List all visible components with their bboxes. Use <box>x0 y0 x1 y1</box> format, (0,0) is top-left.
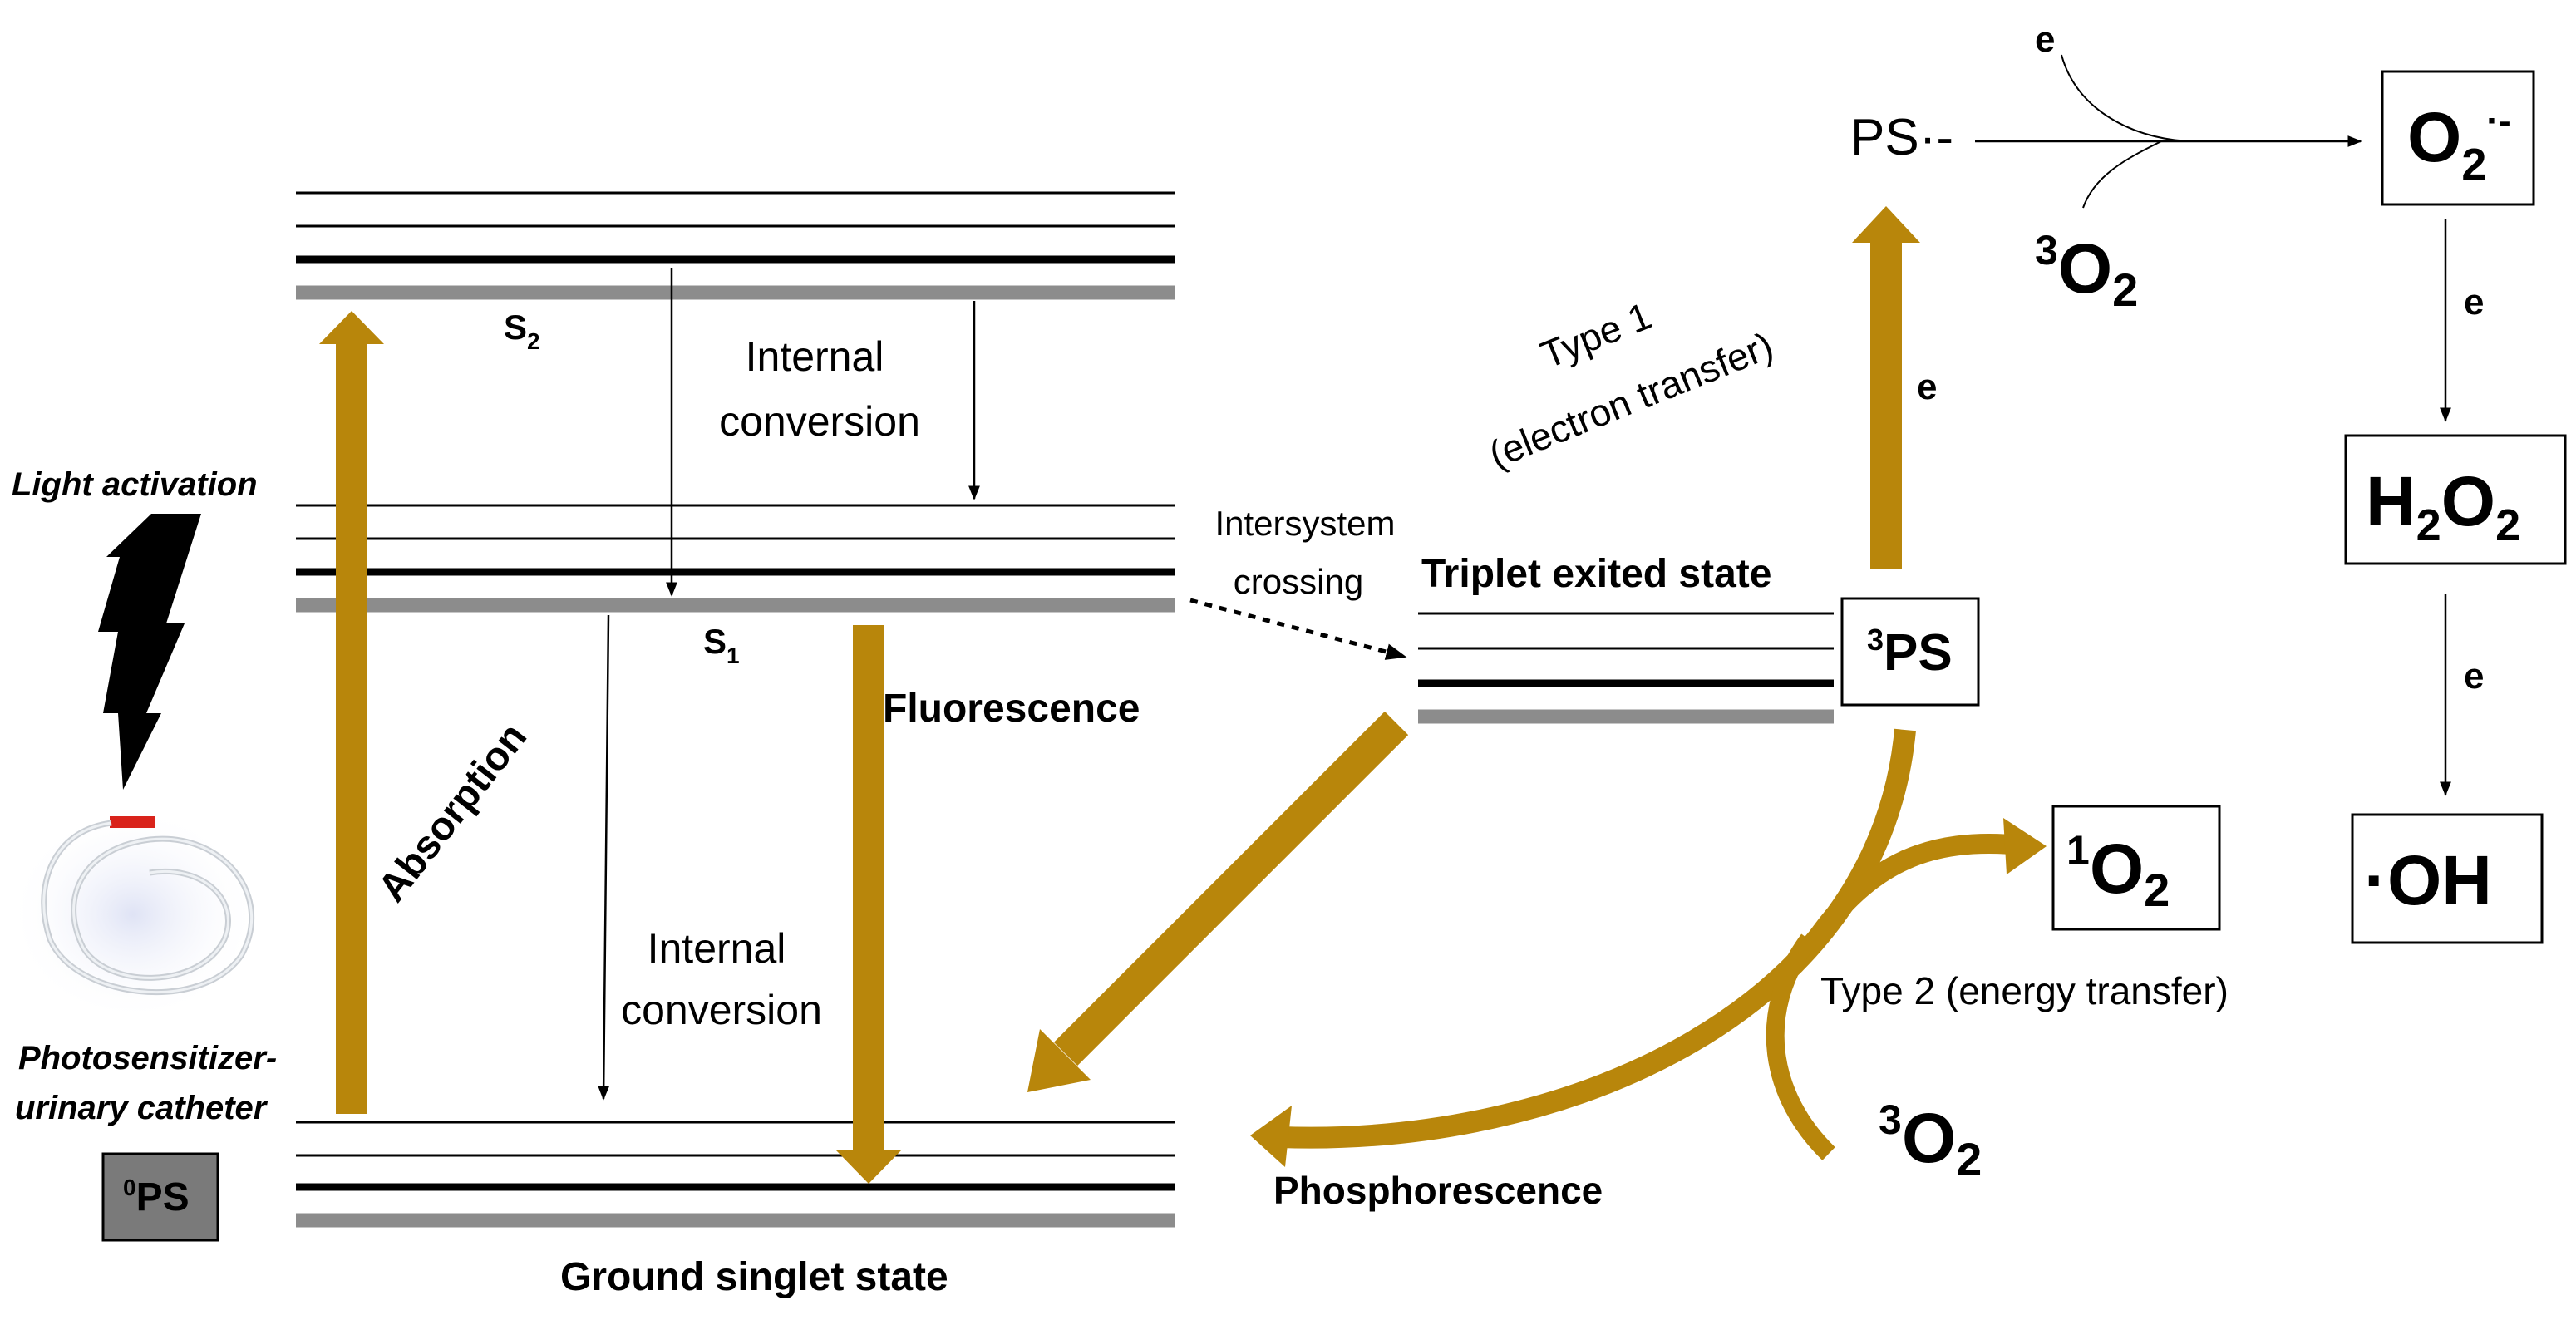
triplet-state-label: Triplet exited state <box>1421 552 1771 596</box>
triplet-oxygen-arrow <box>1766 933 1835 1160</box>
type1-label-line1: Type 1 <box>1534 293 1657 377</box>
hydroxyl-box <box>2351 813 2544 944</box>
ps-radical-label: PS·- <box>1850 109 1953 166</box>
fluorescence-arrow <box>836 625 901 1184</box>
electron-in-curve <box>2061 54 2195 142</box>
electron-label-top: e <box>2035 19 2055 60</box>
absorption-arrow <box>319 311 384 1114</box>
singlet-oxygen-box <box>2051 805 2221 931</box>
superoxide-label: O2·- <box>2407 98 2511 190</box>
ps0-box <box>101 1152 219 1242</box>
electron-label-type1: e <box>1917 367 1937 407</box>
urinary-catheter-icon <box>8 806 258 1022</box>
triplet-oxygen-bottom-label: 3O2 <box>1879 1096 1982 1185</box>
h2o2-box <box>2344 434 2567 565</box>
singlet-oxygen-label: 1O2 <box>2066 827 2170 916</box>
s1-energy-levels <box>296 504 1175 613</box>
lightning-bolt-icon <box>98 514 201 790</box>
internal-conversion-bottom-line2: conversion <box>621 987 822 1033</box>
s2-label: S2 <box>504 308 540 354</box>
absorption-label: Absorption <box>370 715 535 909</box>
internal-conversion-bottom-line1: Internal <box>648 925 786 972</box>
photosensitizer-label-line1: Photosensitizer- <box>18 1040 277 1076</box>
phosphorescence-arrow <box>1250 728 1916 1167</box>
singlet-oxygen-arrow <box>1801 818 2047 953</box>
h2o2-label: H2O2 <box>2366 462 2520 550</box>
s2-energy-levels <box>296 191 1175 300</box>
internal-conversion-arrow-s1-ground <box>598 614 610 1101</box>
ground-state-label: Ground singlet state <box>560 1255 948 1299</box>
s1-label: S1 <box>703 622 740 668</box>
triplet-to-ground-arrow <box>1027 711 1409 1092</box>
intersystem-crossing-line2: crossing <box>1234 562 1363 601</box>
light-activation-label: Light activation <box>12 466 258 503</box>
photosensitizer-label-line2: urinary catheter <box>15 1090 268 1126</box>
phosphorescence-label: Phosphorescence <box>1273 1169 1603 1212</box>
internal-conversion-top-line1: Internal <box>746 333 884 380</box>
ground-energy-levels <box>296 1121 1175 1228</box>
ps0-label: 0PS <box>123 1175 190 1219</box>
hydroxyl-label: ·OH <box>2364 841 2492 919</box>
fluorescence-label: Fluorescence <box>883 687 1140 731</box>
intersystem-crossing-arrow <box>1189 598 1407 660</box>
electron-label-h2o2: e <box>2464 656 2484 697</box>
electron-label-superoxide: e <box>2464 282 2484 323</box>
superoxide-box <box>2381 70 2535 206</box>
intersystem-crossing-line1: Intersystem <box>1214 504 1395 543</box>
triplet-energy-levels <box>1418 612 1834 724</box>
triplet-oxygen-top-label: 3O2 <box>2035 227 2138 316</box>
oxygen-in-curve <box>2082 140 2162 209</box>
internal-conversion-top-line2: conversion <box>719 398 920 445</box>
ps3-label: 3PS <box>1867 623 1953 682</box>
type2-label: Type 2 (energy transfer) <box>1820 969 2229 1012</box>
type1-electron-arrow <box>1852 206 1920 569</box>
ps3-box <box>1840 597 1980 707</box>
type1-label-line2: (electron transfer) <box>1483 323 1779 476</box>
